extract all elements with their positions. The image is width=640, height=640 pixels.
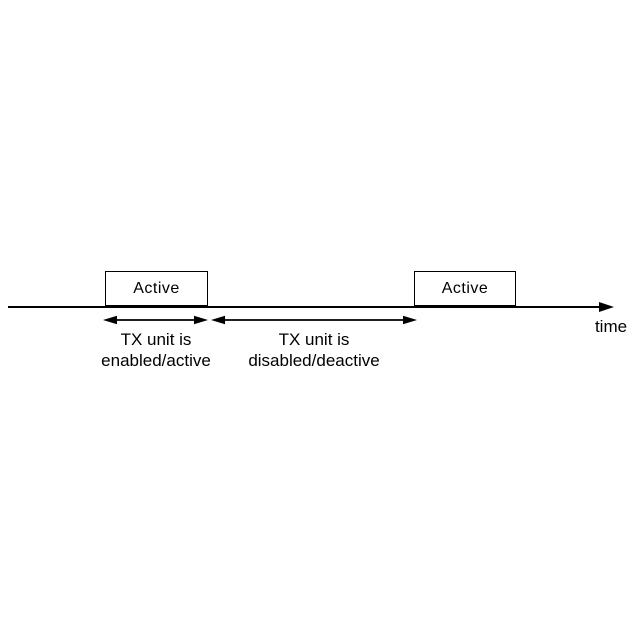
enabled-interval-line1: TX unit is <box>120 330 192 349</box>
arrowhead-left-icon <box>211 315 225 325</box>
active-pulse-label: Active <box>133 279 180 297</box>
active-pulse-box: Active <box>414 271 516 306</box>
active-pulse-box: Active <box>105 271 208 306</box>
disabled-interval-arrow <box>211 315 417 325</box>
arrowhead-right-icon <box>403 315 417 325</box>
arrowhead-right-icon <box>194 315 208 325</box>
disabled-interval-line1: TX unit is <box>278 330 350 349</box>
timeline-arrowhead-icon <box>599 302 614 312</box>
active-pulse-label: Active <box>441 279 489 297</box>
enabled-interval-arrow <box>103 315 208 325</box>
enabled-interval-line2: enabled/active <box>101 351 211 370</box>
disabled-interval-line2: disabled/deactive <box>248 351 380 370</box>
disabled-interval-label: TX unit is disabled/deactive <box>214 329 414 371</box>
enabled-interval-label: TX unit is enabled/active <box>56 329 256 371</box>
time-axis-label: time <box>594 317 628 336</box>
arrowhead-left-icon <box>103 315 117 325</box>
